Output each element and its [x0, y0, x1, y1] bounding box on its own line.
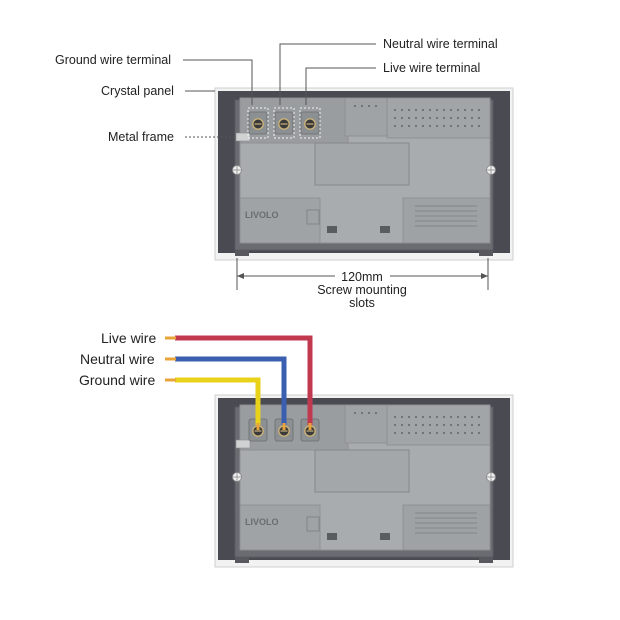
dimension-value: 120mm: [341, 270, 383, 284]
label-live-wire: Live wire: [101, 330, 156, 346]
leader-lines: [183, 43, 376, 138]
live-wire: [165, 335, 313, 430]
neutral-wire: [165, 356, 287, 430]
label-crystal-panel: Crystal panel: [101, 84, 174, 98]
label-live-wire-terminal: Live wire terminal: [383, 61, 480, 75]
label-metal-frame: Metal frame: [108, 130, 174, 144]
live-terminal-screw: [300, 111, 320, 135]
screw-mounting-label-slots: slots: [349, 296, 375, 310]
top-socket: [214, 87, 514, 261]
wires: [165, 335, 313, 430]
screw-mounting-label: Screw mounting: [317, 283, 407, 297]
ground-wire: [165, 377, 261, 430]
dimension-line: [236, 258, 489, 290]
label-ground-wire: Ground wire: [79, 372, 155, 388]
label-neutral-wire-terminal: Neutral wire terminal: [383, 37, 498, 51]
label-ground-wire-terminal: Ground wire terminal: [55, 53, 171, 67]
ground-terminal-screw: [248, 111, 268, 135]
label-neutral-wire: Neutral wire: [80, 351, 155, 367]
neutral-terminal-screw: [274, 111, 294, 135]
